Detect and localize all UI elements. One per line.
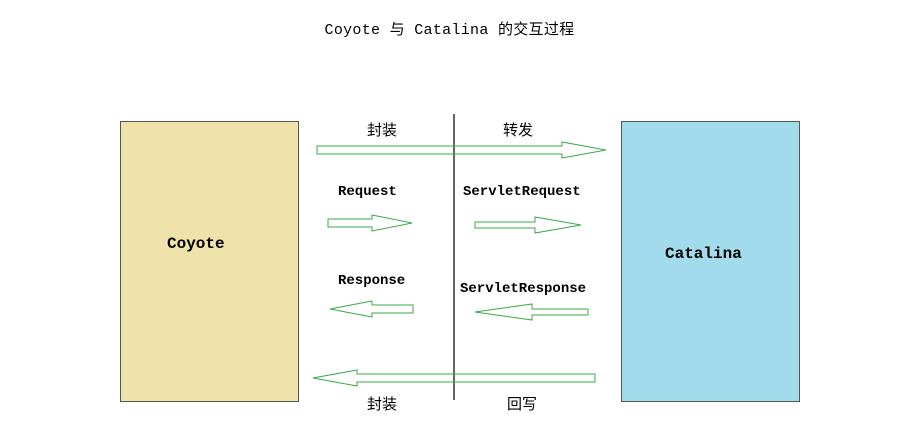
bottom-right-label: 回写 — [507, 395, 538, 413]
servlet-response-arrow — [474, 303, 589, 321]
top-left-label: 封装 — [367, 121, 398, 139]
bottom-left-label: 封装 — [367, 395, 398, 413]
top-forward-arrow — [316, 141, 607, 159]
servlet-response-label: ServletResponse — [460, 281, 587, 297]
response-arrow — [329, 300, 414, 318]
servlet-request-arrow — [474, 216, 582, 234]
catalina-box: Catalina — [621, 121, 800, 402]
request-label: Request — [338, 184, 397, 200]
servlet-request-label: ServletRequest — [463, 184, 581, 200]
coyote-box: Coyote — [120, 121, 299, 402]
response-label: Response — [338, 273, 406, 289]
request-arrow — [327, 214, 413, 232]
top-right-label: 转发 — [503, 121, 534, 139]
coyote-label: Coyote — [167, 235, 225, 253]
diagram-title: Coyote 与 Catalina 的交互过程 — [324, 22, 575, 39]
catalina-label: Catalina — [665, 245, 742, 263]
bottom-back-arrow — [312, 369, 596, 387]
